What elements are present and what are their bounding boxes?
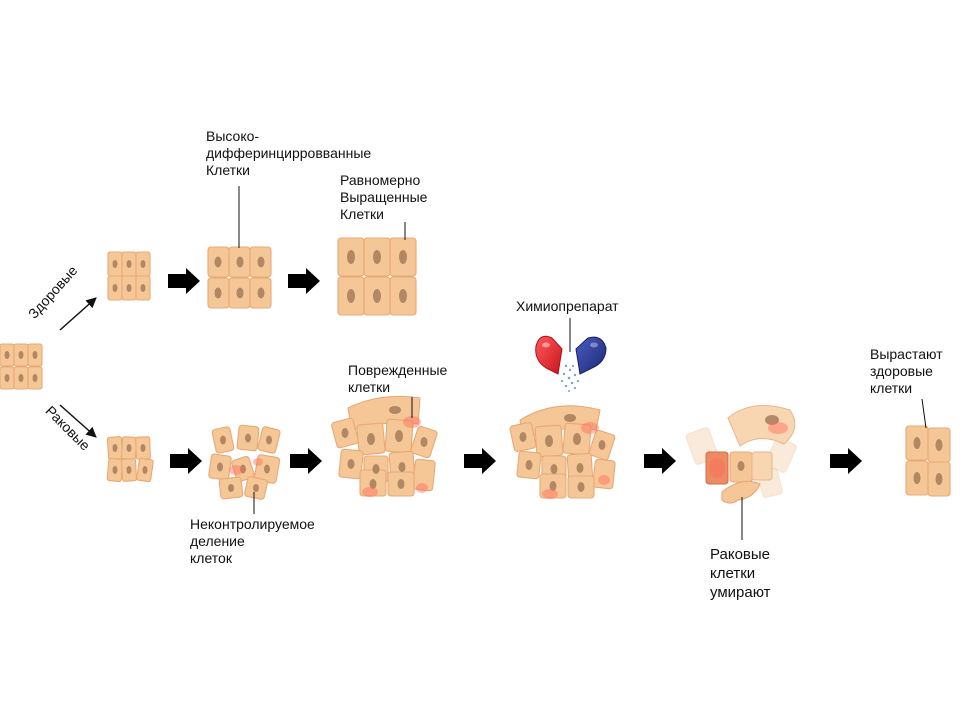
- process-arrow-icon: [170, 448, 202, 474]
- process-arrow-icon: [464, 448, 496, 474]
- label-healthy-grow: Вырастают здоровые клетки: [870, 346, 943, 396]
- regrown-healthy-cells: [905, 425, 951, 497]
- chemo-capsule-icon: [535, 335, 607, 392]
- healthy-branch-arrow: [59, 297, 97, 331]
- process-arrow-icon: [168, 268, 200, 294]
- healthy-cells-small: [107, 251, 151, 301]
- cancer-cells-dying: [685, 405, 797, 504]
- cancer-cells-chemo-treated: [509, 405, 616, 499]
- healthy-cells-even: [337, 237, 417, 316]
- cancer-cells-uncontrolled: [208, 424, 281, 500]
- cancer-cells-damaged: [331, 395, 438, 497]
- process-arrow-icon: [644, 448, 676, 474]
- start-cell-cluster: [0, 343, 43, 390]
- label-highly-differentiated: Высоко- дифферинцирровванные Клетки: [206, 128, 372, 178]
- leader-healthy-grow: [921, 398, 927, 429]
- label-evenly-grown: Равномерно Выращенные Клетки: [340, 172, 428, 222]
- process-arrow-icon: [288, 268, 320, 294]
- cancer-cells-small: [106, 436, 154, 483]
- process-arrow-icon: [830, 448, 862, 474]
- label-uncontrolled: Неконтролируемое деление клеток: [190, 516, 315, 566]
- label-damaged: Поврежденные клетки: [348, 362, 448, 395]
- label-chemo: Химиопрепарат: [516, 298, 619, 314]
- cancer-branch-arrow: [59, 404, 97, 438]
- label-cancer-die: Раковые клетки умирают: [710, 546, 771, 601]
- healthy-cells-differentiated: [207, 246, 272, 309]
- process-arrow-icon: [290, 448, 322, 474]
